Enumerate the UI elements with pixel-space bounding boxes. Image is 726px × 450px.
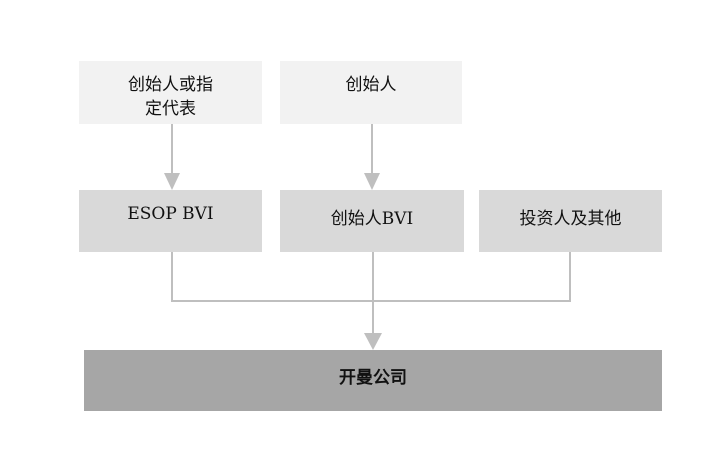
- node-founder-bvi: 创始人BVI: [280, 190, 464, 252]
- arrowhead-company: [364, 333, 382, 350]
- node-founder-label: 创始人: [345, 75, 397, 95]
- node-cayman-company-label: 开曼公司: [339, 368, 407, 388]
- node-founder: 创始人: [280, 61, 462, 124]
- node-founder-or-representative-label: 创始人或指定代表: [128, 75, 213, 119]
- node-investors-and-others: 投资人及其他: [479, 190, 662, 252]
- arrowhead-esop: [164, 173, 180, 190]
- node-founder-or-representative: 创始人或指定代表: [79, 61, 262, 124]
- node-cayman-company: 开曼公司: [84, 350, 662, 411]
- node-esop-bvi-label: ESOP BVI: [127, 204, 214, 224]
- node-founder-bvi-label: 创始人BVI: [330, 209, 414, 229]
- node-esop-bvi: ESOP BVI: [79, 190, 262, 252]
- arrowhead-founder-bvi: [364, 173, 380, 190]
- node-investors-and-others-label: 投资人及其他: [519, 209, 622, 229]
